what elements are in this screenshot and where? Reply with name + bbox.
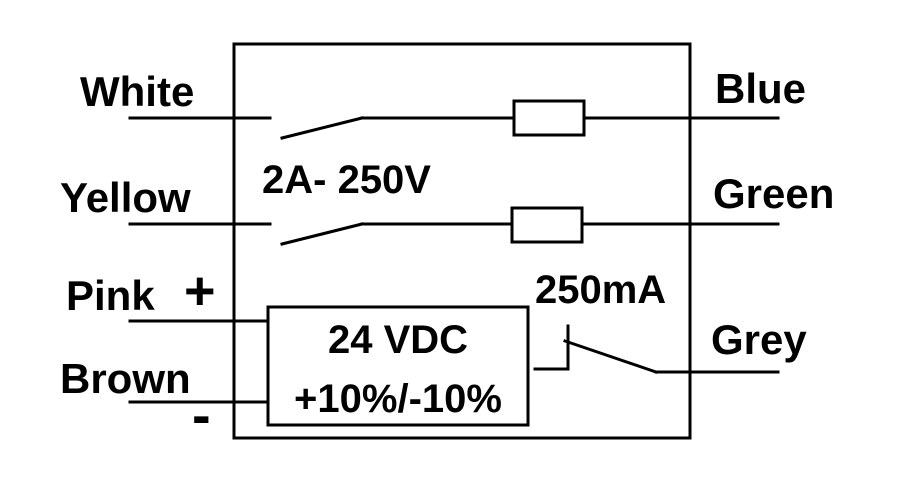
- label-white: White: [80, 68, 194, 115]
- relay-rating: 2A- 250V: [262, 158, 431, 202]
- label-blue: Blue: [715, 65, 806, 112]
- output-rating: 250mA: [535, 268, 666, 312]
- supply-tolerance: +10%/-10%: [294, 377, 502, 421]
- plus-sign: +: [184, 261, 216, 321]
- supply-box: [266, 305, 530, 427]
- label-pink: Pink: [66, 272, 155, 319]
- label-green: Green: [713, 170, 834, 217]
- fuse-1: [512, 99, 586, 137]
- fuse-2: [510, 206, 584, 244]
- label-yellow: Yellow: [60, 174, 191, 221]
- label-brown: Brown: [60, 355, 191, 402]
- relay-contact-1: [280, 116, 364, 140]
- label-grey: Grey: [711, 316, 807, 363]
- minus-sign: -: [192, 383, 211, 446]
- supply-voltage: 24 VDC: [328, 318, 468, 362]
- relay-contact-2: [280, 222, 364, 246]
- output-contact: [563, 339, 658, 374]
